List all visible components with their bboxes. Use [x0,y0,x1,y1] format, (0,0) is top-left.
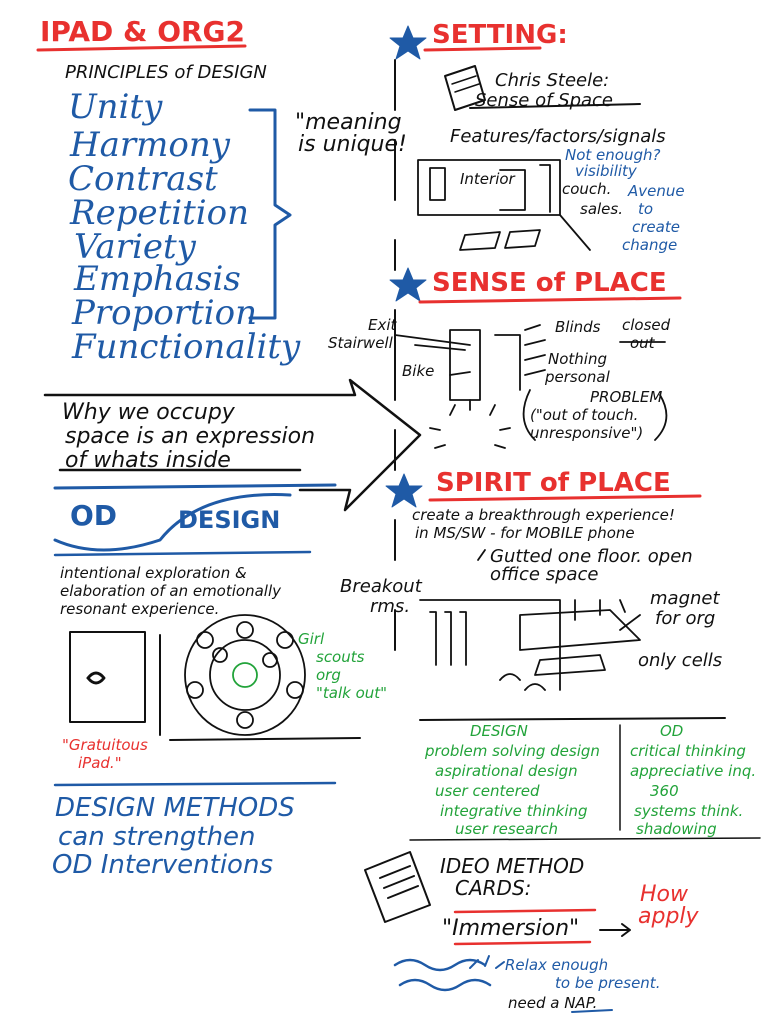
setting-source-line: Chris Steele: [495,70,610,91]
closed-out-line: closed [622,316,671,334]
problem-label: PROBLEM [590,388,663,406]
out-of-touch-line: ("out of touch. [530,406,639,424]
principle-item: Variety [74,227,196,267]
setting-heading: SETTING: [432,20,568,50]
avenue-line: Avenue [628,182,685,200]
principle-item: Repetition [70,193,250,233]
gutted-line: Gutted one floor. open [490,546,693,567]
out-of-touch-line: unresponsive") [530,424,644,442]
spirit-of-place-heading: SPIRIT of PLACE [436,468,671,498]
girl-scouts-line: "talk out" [316,684,388,702]
design-methods-line: OD Interventions [52,850,273,880]
intentional-line: resonant experience. [60,600,220,618]
gratuitous-line: "Gratuitous [62,736,148,754]
design-list-item: user centered [435,782,540,800]
interior-label: Interior [460,170,515,188]
gratuitous-line: iPad." [78,754,122,772]
create-line: in MS/SW - for MOBILE phone [415,524,635,542]
sense-of-place-heading: SENSE of PLACE [432,268,667,298]
quote-meaning-line: "meaning [295,110,402,135]
quote-meaning-line: is unique! [298,132,407,157]
od-list-item: shadowing [636,820,717,838]
od-list-item: critical thinking [630,742,746,760]
why-occupy-line: of whats inside [65,448,231,473]
setting-source-line: Sense of Space [475,90,614,111]
design-list-heading: DESIGN [470,722,528,740]
girl-scouts-line: org [316,666,341,684]
ideo-heading-line: IDEO METHOD [440,854,585,878]
principle-item: Functionality [72,327,301,367]
breakout-line: Breakout [340,576,422,597]
design-label: DESIGN [178,506,281,534]
couch-line: sales. [580,200,623,218]
od-list-heading: OD [660,722,684,740]
design-methods-line: DESIGN METHODS [55,793,295,823]
intentional-line: elaboration of an emotionally [60,582,281,600]
relax-line: to be present. [555,974,661,992]
why-occupy-line: space is an expression [65,424,316,449]
nothing-personal-line: Nothing [548,350,607,368]
principles-heading: PRINCIPLES of DESIGN [65,62,267,83]
od-label: OD [70,499,118,532]
breakout-line: rms. [370,596,411,617]
exit-label: Exit [368,316,397,334]
magnet-line: for org [655,608,716,629]
blinds-label: Blinds [555,318,601,336]
od-list-item: appreciative inq. [630,762,757,780]
how-apply-line: apply [638,904,699,929]
design-list-item: aspirational design [435,762,578,780]
design-list-item: problem solving design [425,742,600,760]
page-title: IPAD & ORG2 [40,15,246,48]
create-line: create a breakthrough experience! [412,506,675,524]
relax-line: Relax enough [505,956,609,974]
how-apply-line: How [640,882,688,907]
avenue-line: change [622,236,678,254]
principle-item: Unity [68,87,163,127]
avenue-line: create [632,218,680,236]
bike-label: Bike [402,362,435,380]
avenue-line: to [638,200,654,218]
magnet-line: magnet [650,588,720,609]
only-cells-label: only cells [638,650,723,671]
couch-line: couch. [562,180,612,198]
not-enough-line: visibility [575,162,637,180]
design-list-item: integrative thinking [440,802,588,820]
principle-item: Emphasis [74,259,241,299]
principle-item: Contrast [68,159,218,199]
principle-item: Harmony [70,125,230,165]
relax-line: need a NAP. [508,994,598,1012]
girl-scouts-line: Girl [298,630,325,648]
immersion-label: "Immersion" [442,916,580,941]
design-methods-line: can strengthen [58,822,256,852]
closed-out-line: out [630,334,655,352]
why-occupy-line: Why we occupy [62,400,235,425]
not-enough-line: Not enough? [565,146,661,164]
principle-item: Proportion [72,293,257,333]
design-list-item: user research [455,820,559,838]
gutted-line: office space [490,564,599,585]
ideo-heading-line: CARDS: [455,876,532,900]
od-list-item: 360 [650,782,679,800]
nothing-personal-line: personal [545,368,610,386]
od-list-item: systems think. [634,802,744,820]
stairwell-label: Stairwell [328,334,393,352]
features-text: Features/factors/signals [450,126,666,147]
girl-scouts-line: scouts [316,648,365,666]
intentional-line: intentional exploration & [60,564,247,582]
